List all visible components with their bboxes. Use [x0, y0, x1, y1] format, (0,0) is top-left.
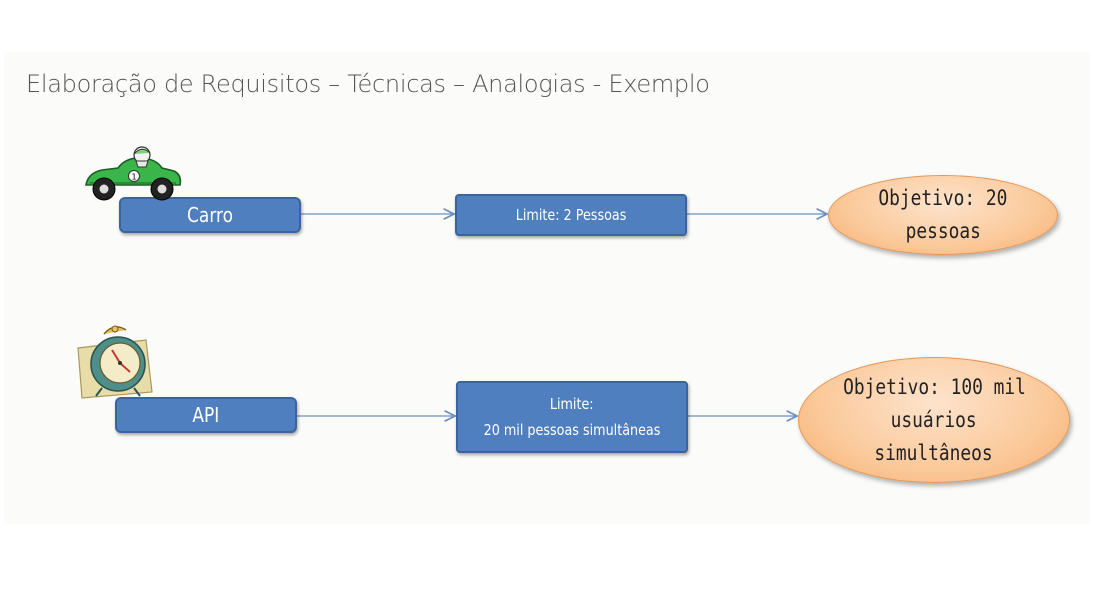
api-box: API — [115, 397, 297, 433]
race-car-icon: 1 — [85, 146, 182, 201]
goal-1-line1: Objetivo: 20 — [878, 186, 1008, 210]
goal-2-line2: usuários — [891, 407, 977, 432]
slide-title: Elaboração de Requisitos – Técnicas – An… — [26, 70, 710, 98]
svg-text:1: 1 — [131, 173, 136, 182]
limit-2-line2: 20 mil pessoas simultâneas — [483, 421, 661, 439]
limit-box-1: Limite: 2 Pessoas — [455, 194, 687, 236]
carro-box: Carro — [119, 197, 301, 233]
api-label: API — [192, 403, 220, 427]
goal-oval-2: Objetivo: 100 mil usuários simultâneos — [798, 357, 1070, 483]
goal-2-line1: Objetivo: 100 mil — [842, 374, 1026, 399]
carro-label: Carro — [186, 203, 234, 227]
limit-box-2: Limite: 20 mil pessoas simultâneas — [456, 381, 688, 453]
limit-2-line1: Limite: — [550, 395, 594, 413]
limit-label-1: Limite: 2 Pessoas — [515, 206, 627, 224]
goal-oval-1: Objetivo: 20 pessoas — [828, 175, 1058, 255]
goal-2-line3: simultâneos — [874, 440, 994, 465]
alarm-clock-icon — [77, 325, 153, 399]
goal-1-line2: pessoas — [905, 219, 981, 243]
